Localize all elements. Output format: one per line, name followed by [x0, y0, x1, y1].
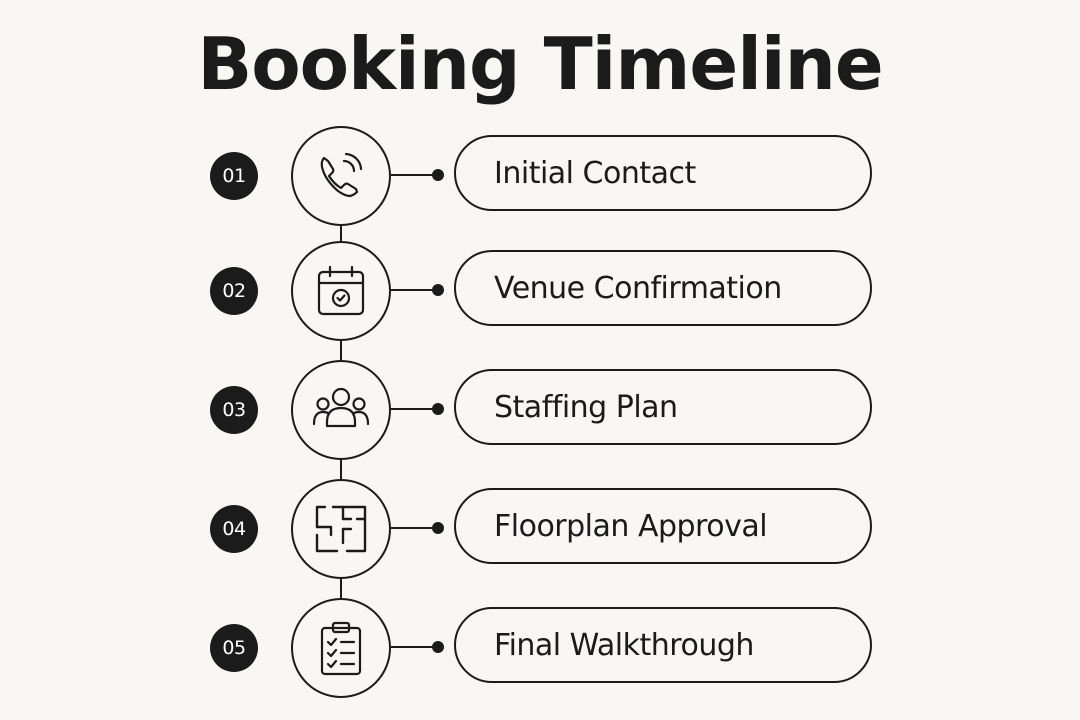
step-label: Venue Confirmation [494, 270, 782, 306]
step-label: Initial Contact [494, 155, 696, 191]
step-card: Venue Confirmation [454, 250, 872, 326]
step-number: 02 [210, 267, 258, 315]
step-number: 04 [210, 505, 258, 553]
timeline-step: 03 Staffing Plan [0, 349, 1080, 469]
step-number: 03 [210, 386, 258, 434]
step-icon-circle [291, 241, 391, 341]
step-icon-circle [291, 360, 391, 460]
timeline-step: 02 Venue Confirmation [0, 230, 1080, 350]
step-connector [391, 408, 437, 410]
calendar-check-icon [317, 265, 365, 316]
step-number: 05 [210, 624, 258, 672]
connector-dot [432, 284, 444, 296]
phone-icon [320, 152, 363, 198]
team-icon [312, 387, 370, 428]
step-number: 01 [210, 152, 258, 200]
step-card: Staffing Plan [454, 369, 872, 445]
page-title: Booking Timeline [197, 22, 883, 106]
step-connector [391, 174, 437, 176]
connector-dot [432, 641, 444, 653]
floorplan-icon [315, 505, 367, 553]
timeline-step: 01 Initial Contact [0, 115, 1080, 235]
step-icon-circle [291, 598, 391, 698]
step-label: Staffing Plan [494, 389, 678, 425]
connector-dot [432, 403, 444, 415]
checklist-icon [320, 621, 362, 676]
step-connector [391, 289, 437, 291]
step-card: Final Walkthrough [454, 607, 872, 683]
step-connector [391, 527, 437, 529]
step-label: Floorplan Approval [494, 508, 768, 544]
connector-dot [432, 522, 444, 534]
step-card: Initial Contact [454, 135, 872, 211]
step-icon-circle [291, 479, 391, 579]
step-card: Floorplan Approval [454, 488, 872, 564]
step-label: Final Walkthrough [494, 627, 754, 663]
connector-dot [432, 169, 444, 181]
step-icon-circle [291, 126, 391, 226]
step-connector [391, 646, 437, 648]
timeline-step: 04 Floorplan Approval [0, 468, 1080, 588]
timeline-step: 05 Final Walkthrough [0, 587, 1080, 707]
